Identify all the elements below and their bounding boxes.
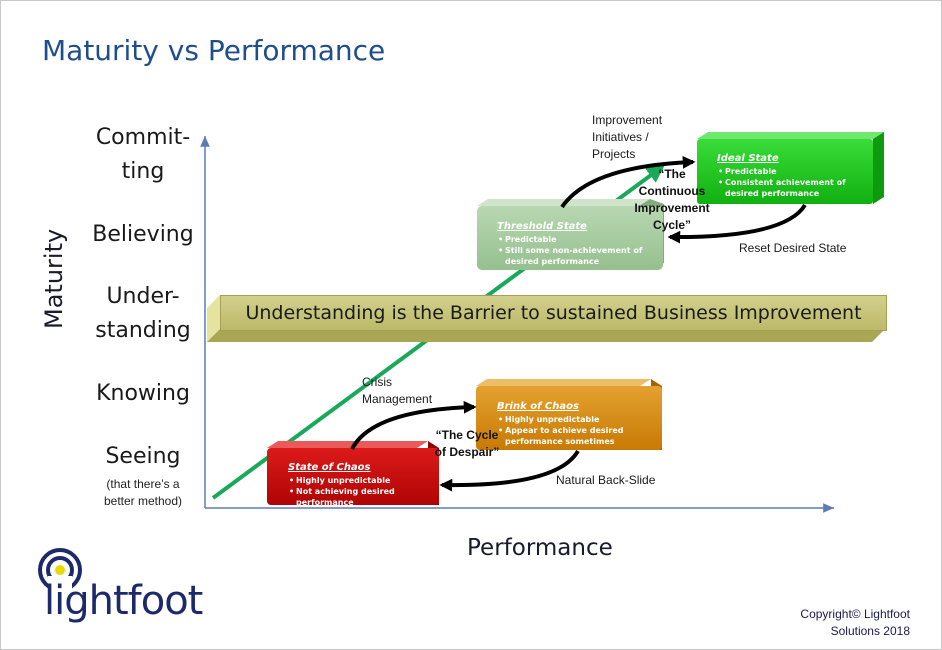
understanding-barrier-banner: Understanding is the Barrier to sustaine… xyxy=(220,295,887,331)
threshold-state: Threshold State Predictable Still some n… xyxy=(497,221,657,267)
level-committing-line2: ting xyxy=(121,159,165,184)
chaos-bullet-2: Not achieving desired performance xyxy=(289,486,440,508)
banner-left-cap xyxy=(207,295,220,342)
crisis-label: Crisis Management xyxy=(362,375,433,406)
level-knowing: Knowing xyxy=(96,381,190,406)
chaos-title: State of Chaos xyxy=(288,462,371,473)
reset-arrow xyxy=(667,203,807,244)
cycle-of-despair: “The Cycle of Despair” xyxy=(434,428,500,459)
backslide-label: Natural Back-Slide xyxy=(556,473,656,487)
page-title: Maturity vs Performance xyxy=(42,34,386,67)
level-believing: Believing xyxy=(92,222,194,247)
backslide-arrow xyxy=(439,449,580,492)
brink-bullet-2: Appear to achieve desired performance so… xyxy=(498,425,661,447)
level-understanding: Under- standing xyxy=(92,280,194,348)
level-understanding-line1: Under- xyxy=(106,284,180,309)
chaos-bullet-1: Highly unpredictable xyxy=(289,475,440,486)
copyright: Copyright© Lightfoot Solutions 2018 xyxy=(800,607,910,638)
seeing-note: (that there’s a better method) xyxy=(103,477,183,508)
level-understanding-line2: standing xyxy=(95,318,191,343)
x-axis-title: Performance xyxy=(467,535,613,561)
threshold-bullet-2: Still some non-achievement of desired pe… xyxy=(498,245,657,267)
brink-of-chaos: Brink of Chaos Highly unpredictable Appe… xyxy=(497,401,661,447)
level-committing-line1: Commit- xyxy=(95,125,191,150)
improvement-arrow xyxy=(560,156,696,209)
level-seeing: Seeing xyxy=(105,444,181,469)
crisis-arrow xyxy=(350,400,477,450)
banner-bottom-edge xyxy=(207,329,885,342)
threshold-state-title: Threshold State xyxy=(497,221,587,232)
state-of-chaos: State of Chaos Highly unpredictable Not … xyxy=(288,462,440,508)
ideal-bullet-2: Consistent achievement of desired perfor… xyxy=(718,177,877,199)
continuous-improvement-cycle: “The Continuous Improvement Cycle” xyxy=(634,167,710,232)
brink-title: Brink of Chaos xyxy=(497,401,579,412)
lightfoot-logo: lightfoot xyxy=(44,578,203,624)
reset-label: Reset Desired State xyxy=(739,241,847,255)
ideal-state: Ideal State Predictable Consistent achie… xyxy=(717,153,877,199)
threshold-bullet-1: Predictable xyxy=(498,234,657,245)
improvement-label: Improvement Initiatives / Projects xyxy=(592,113,663,161)
lightfoot-logo-icon xyxy=(38,548,82,594)
level-committing: Commit- ting xyxy=(92,121,194,189)
ideal-state-title: Ideal State xyxy=(717,153,779,164)
ideal-bullet-1: Predictable xyxy=(718,166,877,177)
brink-bullet-1: Highly unpredictable xyxy=(498,414,661,425)
